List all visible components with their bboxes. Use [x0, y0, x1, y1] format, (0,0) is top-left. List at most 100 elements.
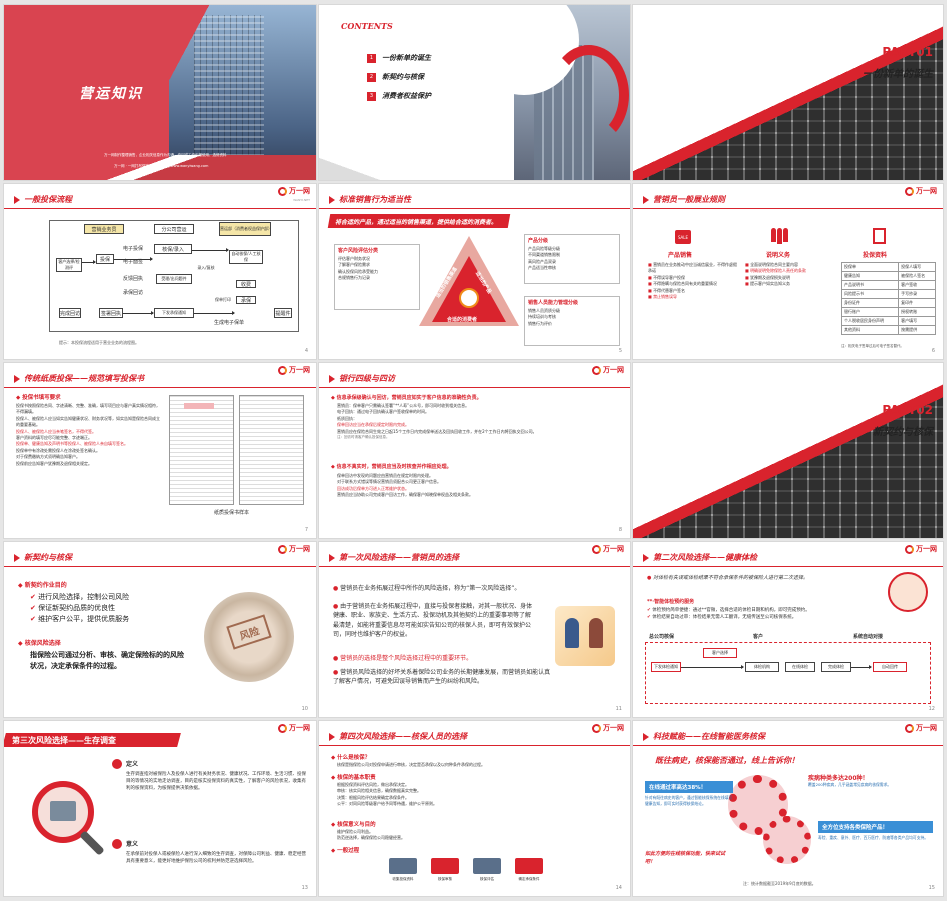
logo-text: 万一网 [916, 545, 937, 553]
title-underline [319, 566, 630, 567]
logo-icon [905, 724, 914, 733]
s12-line-1: ✔ 体检预约简单便捷：通过**官微，选择合适的体检日期和机构，即可完成预约。 [647, 607, 927, 614]
s7-line-3: 投保人、被保险人应当亲笔签名，不得代签。 [16, 428, 96, 434]
page-number: 14 [615, 885, 622, 891]
logo-icon [592, 724, 601, 733]
s4-box-visit: 承保回访 [122, 288, 144, 296]
page-number: 12 [928, 706, 935, 712]
contents-red-arc [549, 45, 629, 145]
s14-flow-label-1: 收集投保资料 [392, 877, 414, 881]
s10-title-bar: 新契约与核保 [14, 552, 72, 563]
s8-sec2-text: 信息不真实时，营销员应当及时核查并作相应处理。 [336, 464, 452, 470]
s6-mid-line-1: 全面说明保险合同主要内容 [745, 262, 835, 268]
s14-list-2: 根据投保资料评估风险，做出承保决定。 审核：核实风险相关信息，确保数据真实完整。… [337, 782, 617, 808]
title-underline [633, 208, 943, 209]
s13-icon-2 [112, 839, 122, 849]
s14-flow-2 [431, 858, 459, 874]
s4-arrow-5 [194, 311, 235, 315]
s6-table-row: 个人税收居民身份声明客户填写 [840, 316, 936, 326]
s5-left-head: 客户风险评估分类 [338, 248, 379, 254]
slide-10-newbiz[interactable]: 新契约与核保 万一网 ◆ 新契约作业目的 进行风险选择，控制公司风险 保证新契约… [4, 542, 316, 717]
cover-caption-1: 万一网制作整理销售，企业相关信息作为沟通、培训或工作汇报使用、选修资料 [104, 153, 227, 157]
s15-stat2: 疾病种类多达200种！ [808, 775, 869, 782]
s8-l1-5: 营销员应在保险合同生效之日起15个工作日内完成保单送达及回执回收工作，并在2个工… [337, 428, 537, 434]
slide-1-cover[interactable]: 营运知识 万一网制作整理销售，企业相关信息作为沟通、培训或工作汇报使用、选修资料… [4, 5, 316, 180]
slide-15-tech[interactable]: 科技赋能——在线智能医务核保 万一网 既往病史，核保能否通过，线上告诉你！ 在线… [633, 721, 943, 896]
s6-table-cell: 客户签收 [898, 280, 936, 290]
s8-title: 银行四级与四访 [339, 373, 395, 383]
s6-title-bar: 营销员一般展业规则 [643, 194, 725, 205]
contents-num-2: 2 [367, 72, 376, 82]
diamond-icon: ◆ [331, 755, 338, 761]
slide-6-rules[interactable]: 营销员一般展业规则 万一网 SALE 产品销售 说明义务 投保资料 营销员在业务… [633, 184, 943, 359]
s6-table-cell: 复印件 [898, 298, 936, 308]
logo-icon [905, 187, 914, 196]
s6-table-cell: 投保单 [840, 262, 900, 272]
title-underline [319, 208, 630, 209]
s12-lane-3: 系统自动对接 [853, 634, 884, 640]
title-underline [633, 566, 943, 567]
brand-logo: 万一网 [905, 545, 937, 554]
slide-11-agent-selection[interactable]: 第一次风险选择——营销员的选择 万一网 ● 营销员在业务拓展过程中所作的风险选择… [319, 542, 630, 717]
person-icon-3 [783, 228, 788, 242]
s13-d1: 生存调查指对被保险人及投保人进行有关财务状况、健康状况、工作环境、生活习惯、投保… [126, 772, 306, 792]
s4-box-question: 受理/出问题件 [156, 274, 192, 284]
s10-item-1: 进行风险选择，控制公司风险 [30, 592, 129, 603]
s6-table-row: 风险提示书手写抄录 [840, 289, 936, 299]
s6-col-1: 产品销售 [668, 252, 693, 259]
s15-gear-2 [763, 816, 811, 864]
slide-5-suitability[interactable]: 标准销售行为适当性 将合适的产品，通过适当的销售渠道，提供给合适的消费者。 客户… [319, 184, 630, 359]
s6-table-cell: 个人税收居民身份声明 [840, 316, 900, 326]
logo-text: 万一网 [289, 366, 310, 374]
s7-line-1: 投保书按照保险合同、字迹清晰、完整、准确，填写项目应与客户真实情况相符，不得漏填… [16, 403, 160, 415]
s12-step-3: 体检机构 [745, 662, 779, 672]
document-icon [873, 228, 886, 244]
s5-banner-text: 将合适的产品，通过适当的销售渠道，提供给合适的消费者。 [335, 219, 498, 226]
brand-logo: 万一网 [278, 366, 310, 375]
s12-lane-1: 总公司核保 [649, 634, 675, 640]
contents-item-1[interactable]: 1 一份新单的诞生 [367, 53, 431, 63]
s6-mid-line-4: 提示客户如实告知义务 [745, 281, 835, 287]
s8-list-2: 保单回访中发现的问题应由营销员在规定时限内处理。 对于联系方式错误等情况营销员须… [337, 473, 622, 499]
s12-step-2: 客户选择 [703, 648, 737, 658]
s8-list-1: 营销员：保单客户只需确认签署“**人寿”公众号，即可同时收到相关信息。 电子回执… [337, 403, 622, 441]
cover-title: 营运知识 [79, 86, 143, 102]
contents-item-3[interactable]: 3 消费者权益保护 [367, 91, 431, 101]
slide-13-survey[interactable]: 第三次风险选择——生存调查 万一网 定义 生存调查指对被保险人及投保人进行有关财… [4, 721, 316, 896]
slide-14-underwriter[interactable]: 第四次风险选择——核保人员的选择 万一网 ◆ 什么是核保？ 核保是指保险公司对投… [319, 721, 630, 896]
diamond-icon: ◆ [331, 464, 337, 470]
s7-caption: 纸质投保书样本 [214, 510, 250, 516]
check-icon: ✔ [647, 608, 653, 613]
s8-sec1-text: 信息承保级确认与回访，营销员应如实于客户信息的准确性负责。 [336, 395, 482, 401]
contents-item-2[interactable]: 2 新契约与核保 [367, 72, 424, 82]
slide-9-part02[interactable]: PART02 新契约与核保 [633, 363, 943, 538]
s8-l1-2: 电子回执：通过电子回执确认客户签收保单的时间。 [337, 409, 429, 415]
title-underline [633, 745, 943, 746]
s4-arrow-4 [123, 311, 154, 315]
s12-intro: ● 对体检有失误或体检结果不符合承保条件的被保险人进行第二次选择。 [647, 574, 867, 582]
s11-person-icon-1 [565, 618, 579, 648]
s8-l1-1: 营销员：保单客户只需确认签署“**人寿”公众号，即可同时收到相关信息。 [337, 403, 470, 408]
s6-col-3: 投保资料 [863, 252, 888, 259]
slide-2-contents[interactable]: CONTENTS 1 一份新单的诞生 2 新契约与核保 3 消费者权益保护 [319, 5, 630, 180]
diamond-icon: ◆ [16, 395, 23, 401]
slide-7-paper-form[interactable]: 传统纸质投保——规范填写投保书 万一网 ◆ 投保书填写要求 投保书按照保险合同、… [4, 363, 316, 538]
s4-box-charge: 收费 [236, 280, 256, 288]
logo-text: 万一网 [603, 724, 624, 732]
slide-3-part01[interactable]: PART01 一份新单的诞生 [633, 5, 943, 180]
logo-icon [278, 187, 287, 196]
slide-8-visits[interactable]: 银行四级与四访 万一网 ◆ 信息承保级确认与回访，营销员应如实于客户信息的准确性… [319, 363, 630, 538]
s6-title: 营销员一般展业规则 [653, 194, 725, 204]
s5-left-line-1: 评估客户财务状况 [338, 256, 370, 261]
s12-title: 第二次风险选择——健康体检 [653, 552, 757, 562]
s11-p4-text: 营销员风险选择的好坏关系着保险公司业务的长期健康发展，而营销员如能认真了解客户情… [333, 669, 551, 686]
s14-list-3: 维护保险公司利益。 防范逆选择，确保保险公司稳健经营。 [337, 829, 617, 842]
logo-icon [278, 545, 287, 554]
slide-12-health-check[interactable]: 第二次风险选择——健康体检 万一网 ● 对体检有失误或体检结果不符合承保条件的被… [633, 542, 943, 717]
contents-heading: CONTENTS [341, 21, 393, 31]
s6-table-cell: 健康告知 [840, 271, 900, 281]
s4-note: 提示：本投保流程适用于营业业务的流程图。 [59, 340, 139, 345]
bullet-icon: ● [333, 603, 341, 610]
logo-text: 万一网 [603, 366, 624, 374]
